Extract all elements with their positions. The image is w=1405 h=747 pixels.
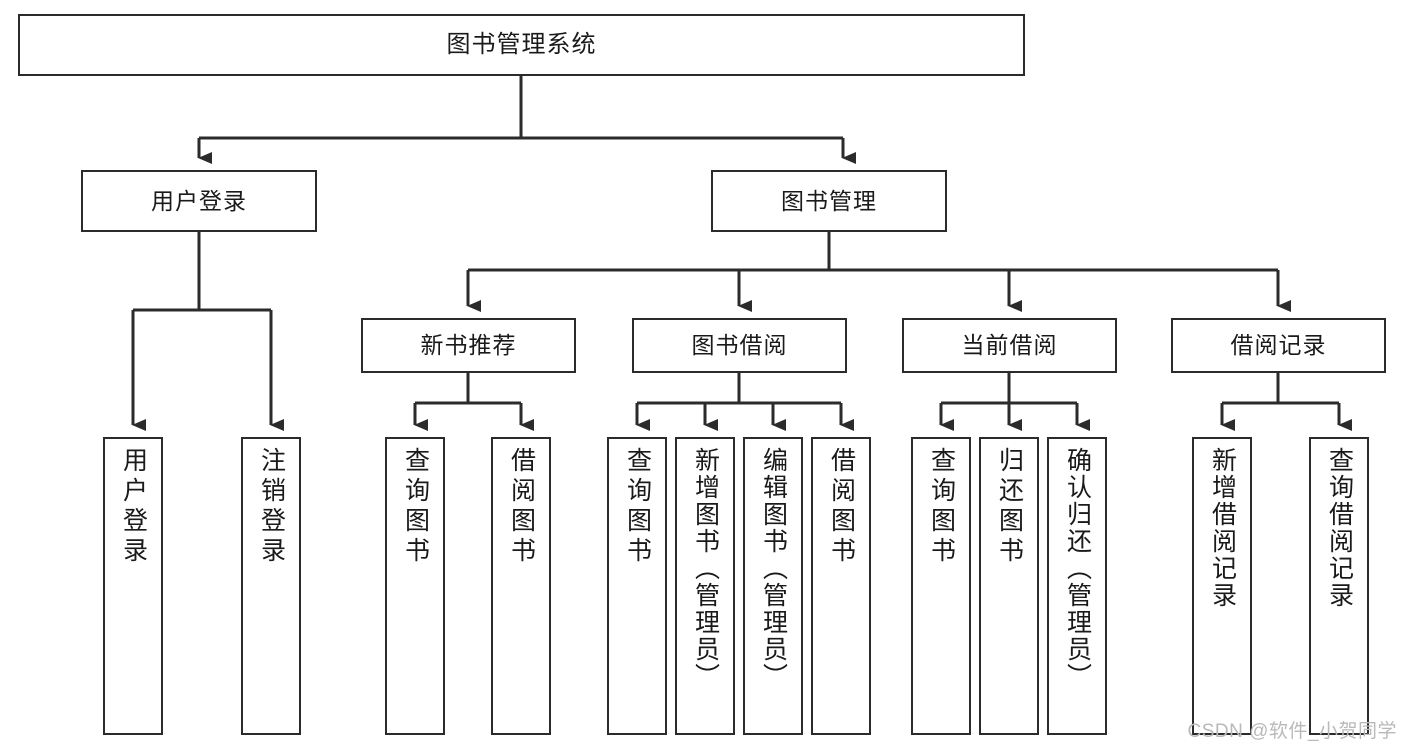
node-user-login[interactable]: 用户登录	[81, 170, 317, 232]
leaf-add-book-admin[interactable]: 新增图书（管理员）	[675, 437, 735, 735]
node-label: 新增图书（管理员）	[691, 447, 720, 690]
node-label: 新书推荐	[420, 332, 517, 359]
node-label: 用户登录	[151, 187, 247, 214]
leaf-add-borrow-record[interactable]: 新增借阅记录	[1192, 437, 1252, 735]
watermark: CSDN @软件_小贺同学	[1187, 721, 1397, 742]
node-label: 用户登录	[119, 447, 148, 567]
node-label: 图书管理系统	[446, 31, 597, 58]
node-label: 注销登录	[257, 447, 286, 567]
node-label: 当前借阅	[961, 332, 1058, 359]
leaf-user-login[interactable]: 用户登录	[103, 437, 163, 735]
node-label: 新增借阅记录	[1208, 447, 1237, 609]
leaf-query-book-recommend[interactable]: 查询图书	[385, 437, 445, 735]
node-label: 归还图书	[995, 447, 1024, 567]
node-label: 查询图书	[623, 447, 652, 567]
leaf-query-book-borrow[interactable]: 查询图书	[607, 437, 667, 735]
node-label: 编辑图书（管理员）	[759, 447, 788, 690]
leaf-return-book[interactable]: 归还图书	[979, 437, 1039, 735]
leaf-query-book-current[interactable]: 查询图书	[911, 437, 971, 735]
node-label: 图书借阅	[691, 332, 788, 359]
node-borrow-record[interactable]: 借阅记录	[1171, 318, 1386, 373]
leaf-logout[interactable]: 注销登录	[241, 437, 301, 735]
leaf-borrow-book-recommend[interactable]: 借阅图书	[491, 437, 551, 735]
node-root-book-management-system[interactable]: 图书管理系统	[18, 14, 1025, 76]
leaf-borrow-book[interactable]: 借阅图书	[811, 437, 871, 735]
leaf-query-borrow-record[interactable]: 查询借阅记录	[1309, 437, 1369, 735]
node-book-management[interactable]: 图书管理	[711, 170, 947, 232]
node-label: 借阅图书	[827, 447, 856, 567]
leaf-confirm-return-admin[interactable]: 确认归还（管理员）	[1047, 437, 1107, 735]
node-label: 图书管理	[781, 187, 877, 214]
leaf-edit-book-admin[interactable]: 编辑图书（管理员）	[743, 437, 803, 735]
node-current-borrow[interactable]: 当前借阅	[902, 318, 1117, 373]
node-label: 查询借阅记录	[1325, 447, 1354, 609]
node-label: 查询图书	[401, 447, 430, 567]
node-new-book-recommend[interactable]: 新书推荐	[361, 318, 576, 373]
node-book-borrow[interactable]: 图书借阅	[632, 318, 847, 373]
node-label: 借阅记录	[1230, 332, 1327, 359]
node-label: 借阅图书	[507, 447, 536, 567]
node-label: 查询图书	[927, 447, 956, 567]
node-label: 确认归还（管理员）	[1063, 447, 1092, 690]
